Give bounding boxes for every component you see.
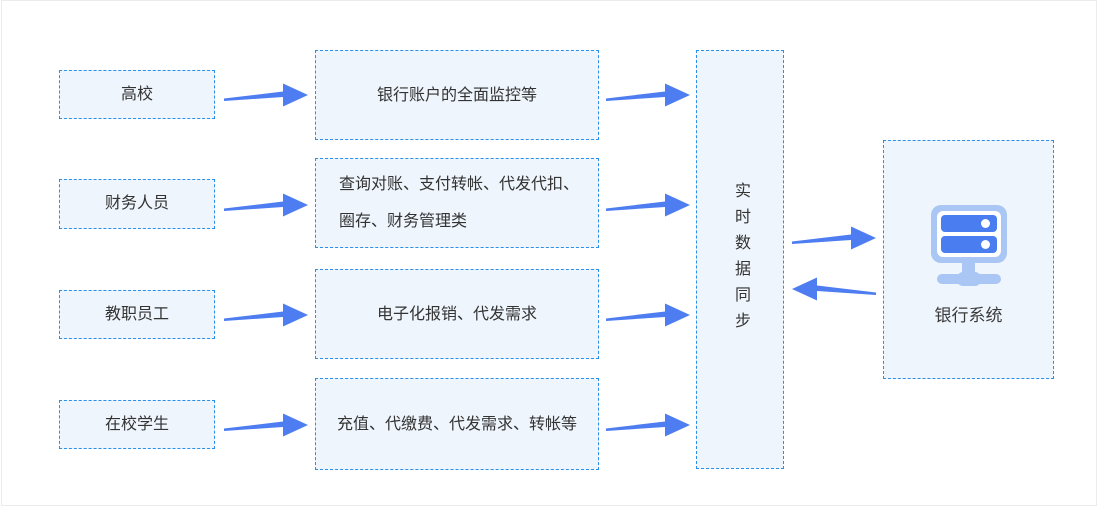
service-line: 电子化报销、代发需求	[376, 305, 537, 323]
source-box-faculty: 教职员工	[59, 290, 215, 339]
arrow-right-icon	[224, 303, 308, 327]
service-line: 查询对账、支付转帐、代发代扣、	[339, 176, 580, 193]
sync-channel-label: 实时数据同步	[732, 181, 749, 338]
service-box-finance-management: 查询对账、支付转帐、代发代扣、 圈存、财务管理类	[315, 158, 599, 248]
service-line: 充值、代缴费、代发需求、转帐等	[336, 415, 577, 433]
service-box-account-monitoring: 银行账户的全面监控等	[315, 50, 599, 140]
arrow-right-icon	[606, 413, 690, 437]
source-label-students: 在校学生	[104, 415, 169, 433]
service-box-reimbursement: 电子化报销、代发需求	[315, 269, 599, 359]
source-box-students: 在校学生	[59, 400, 215, 449]
server-led-dot	[980, 219, 990, 228]
sync-channel-box: 实时数据同步	[696, 50, 784, 469]
server-stand-joint	[956, 272, 981, 286]
service-line: 圈存、财务管理类	[339, 213, 468, 230]
source-label-faculty: 教职员工	[104, 305, 169, 323]
arrow-right-icon	[792, 226, 876, 250]
server-bar	[940, 215, 997, 232]
source-label-university: 高校	[120, 85, 153, 103]
server-stand-stem	[962, 263, 975, 274]
server-stand-base	[936, 272, 1001, 286]
server-led-dot	[980, 240, 990, 249]
service-box-recharge-payment: 充值、代缴费、代发需求、转帐等	[315, 378, 599, 470]
source-box-university: 高校	[59, 70, 215, 119]
bank-system-label: 银行系统	[934, 306, 1003, 325]
server-inner	[936, 211, 1001, 257]
source-box-finance-staff: 财务人员	[59, 179, 215, 229]
service-line: 银行账户的全面监控等	[376, 86, 537, 104]
arrow-right-icon	[606, 303, 690, 327]
server-icon	[930, 205, 1007, 286]
source-label-finance-staff: 财务人员	[104, 195, 169, 212]
arrow-right-icon	[224, 83, 308, 107]
server-bar	[940, 236, 997, 253]
bank-system-box: 银行系统	[883, 140, 1054, 379]
arrow-right-icon	[224, 193, 308, 217]
arrow-right-icon	[224, 413, 308, 437]
arrow-left-icon	[792, 277, 876, 301]
arrow-right-icon	[606, 83, 690, 107]
server-body	[930, 205, 1007, 263]
arrow-right-icon	[606, 193, 690, 217]
